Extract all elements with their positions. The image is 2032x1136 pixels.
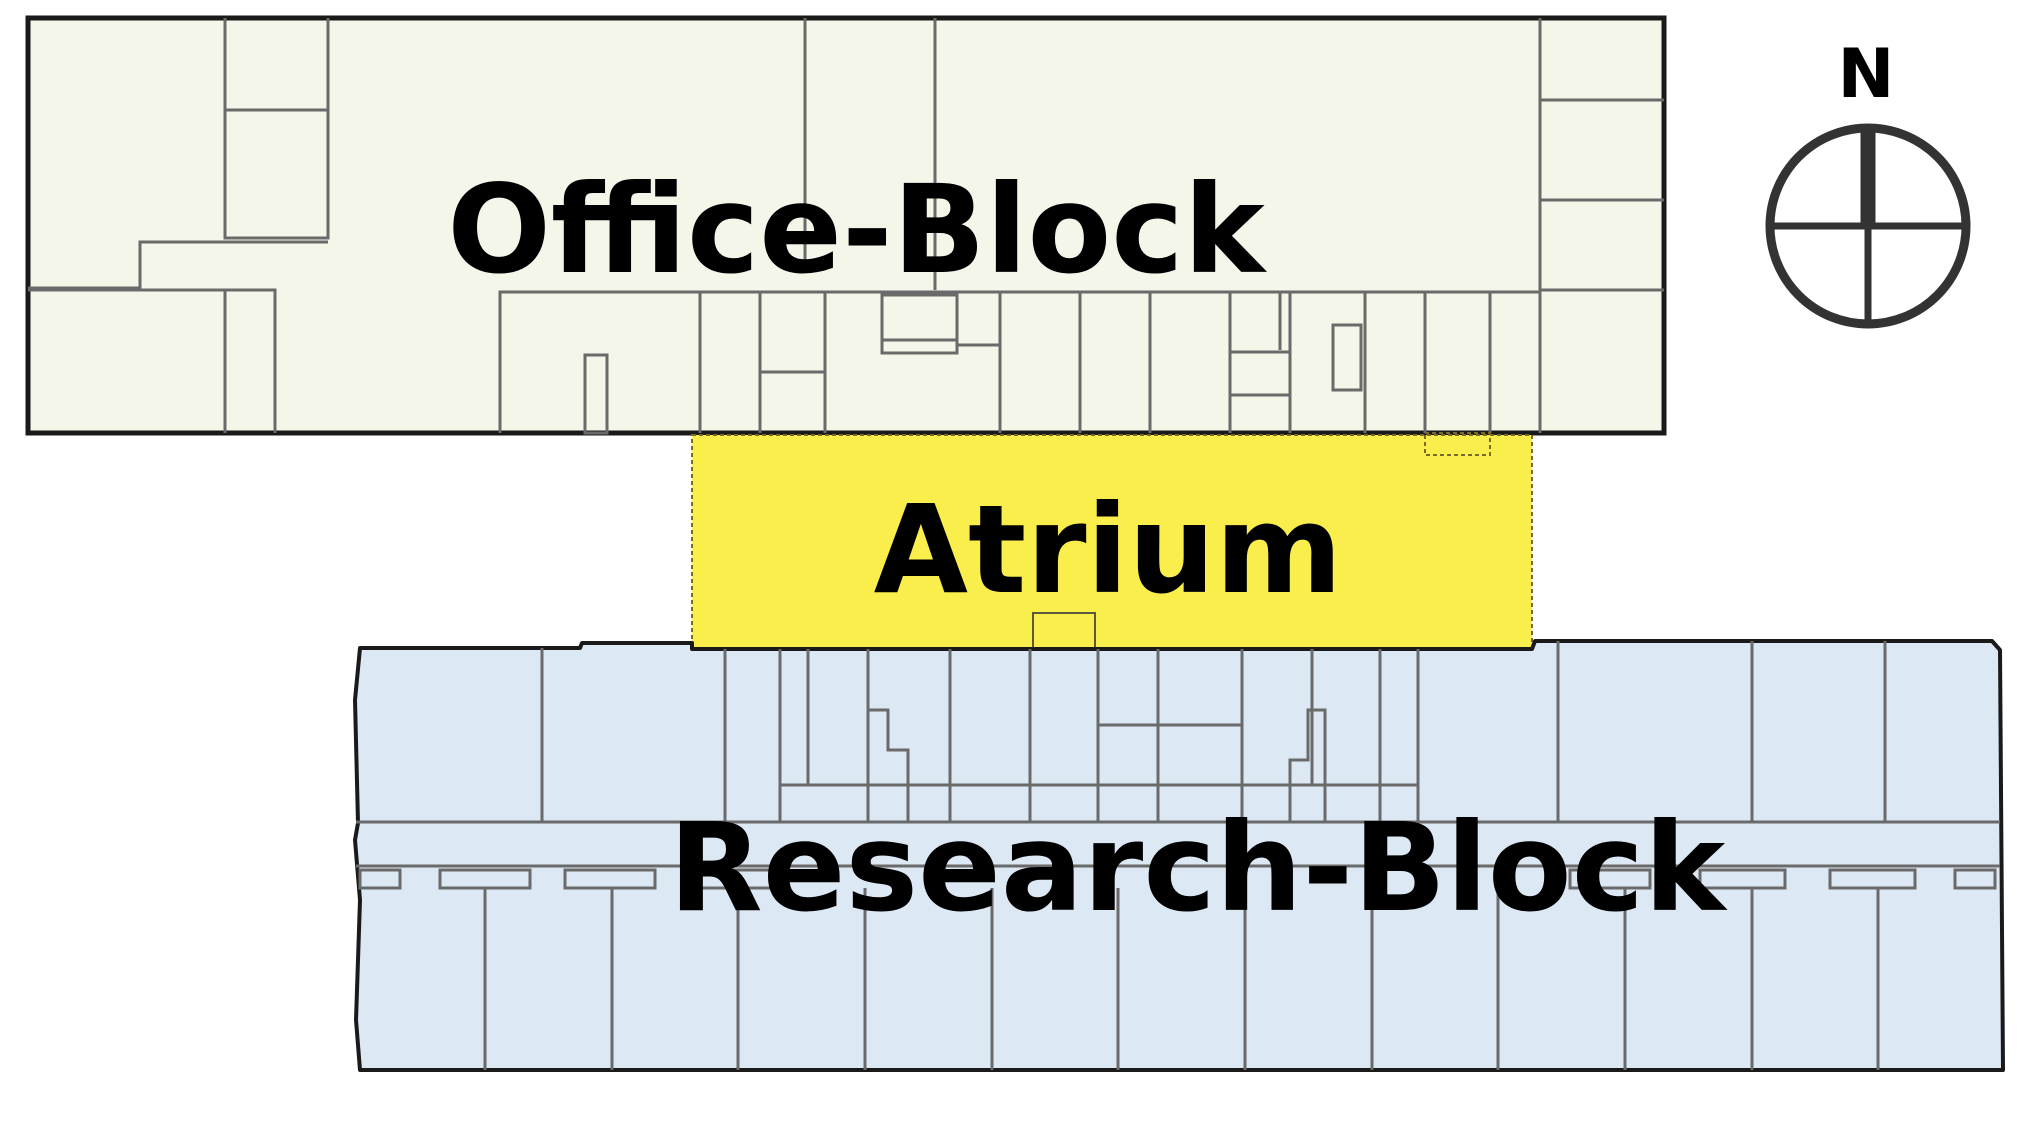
research-block-walls — [356, 641, 2000, 1070]
research-block-outline — [353, 639, 2005, 1072]
office-block-label: Office-Block — [447, 159, 1267, 301]
research-block — [353, 639, 2005, 1072]
office-block-walls — [28, 18, 1664, 435]
atrium-label: Atrium — [874, 479, 1343, 621]
north-compass-icon: N — [1765, 35, 1971, 329]
compass-north-label: N — [1838, 35, 1895, 114]
research-block-label: Research-Block — [669, 797, 1728, 939]
atrium-outline — [691, 434, 1533, 650]
atrium-block — [691, 432, 1533, 650]
office-block — [25, 15, 1667, 436]
office-block-outline — [25, 15, 1667, 436]
atrium-notch-north — [1424, 432, 1491, 456]
